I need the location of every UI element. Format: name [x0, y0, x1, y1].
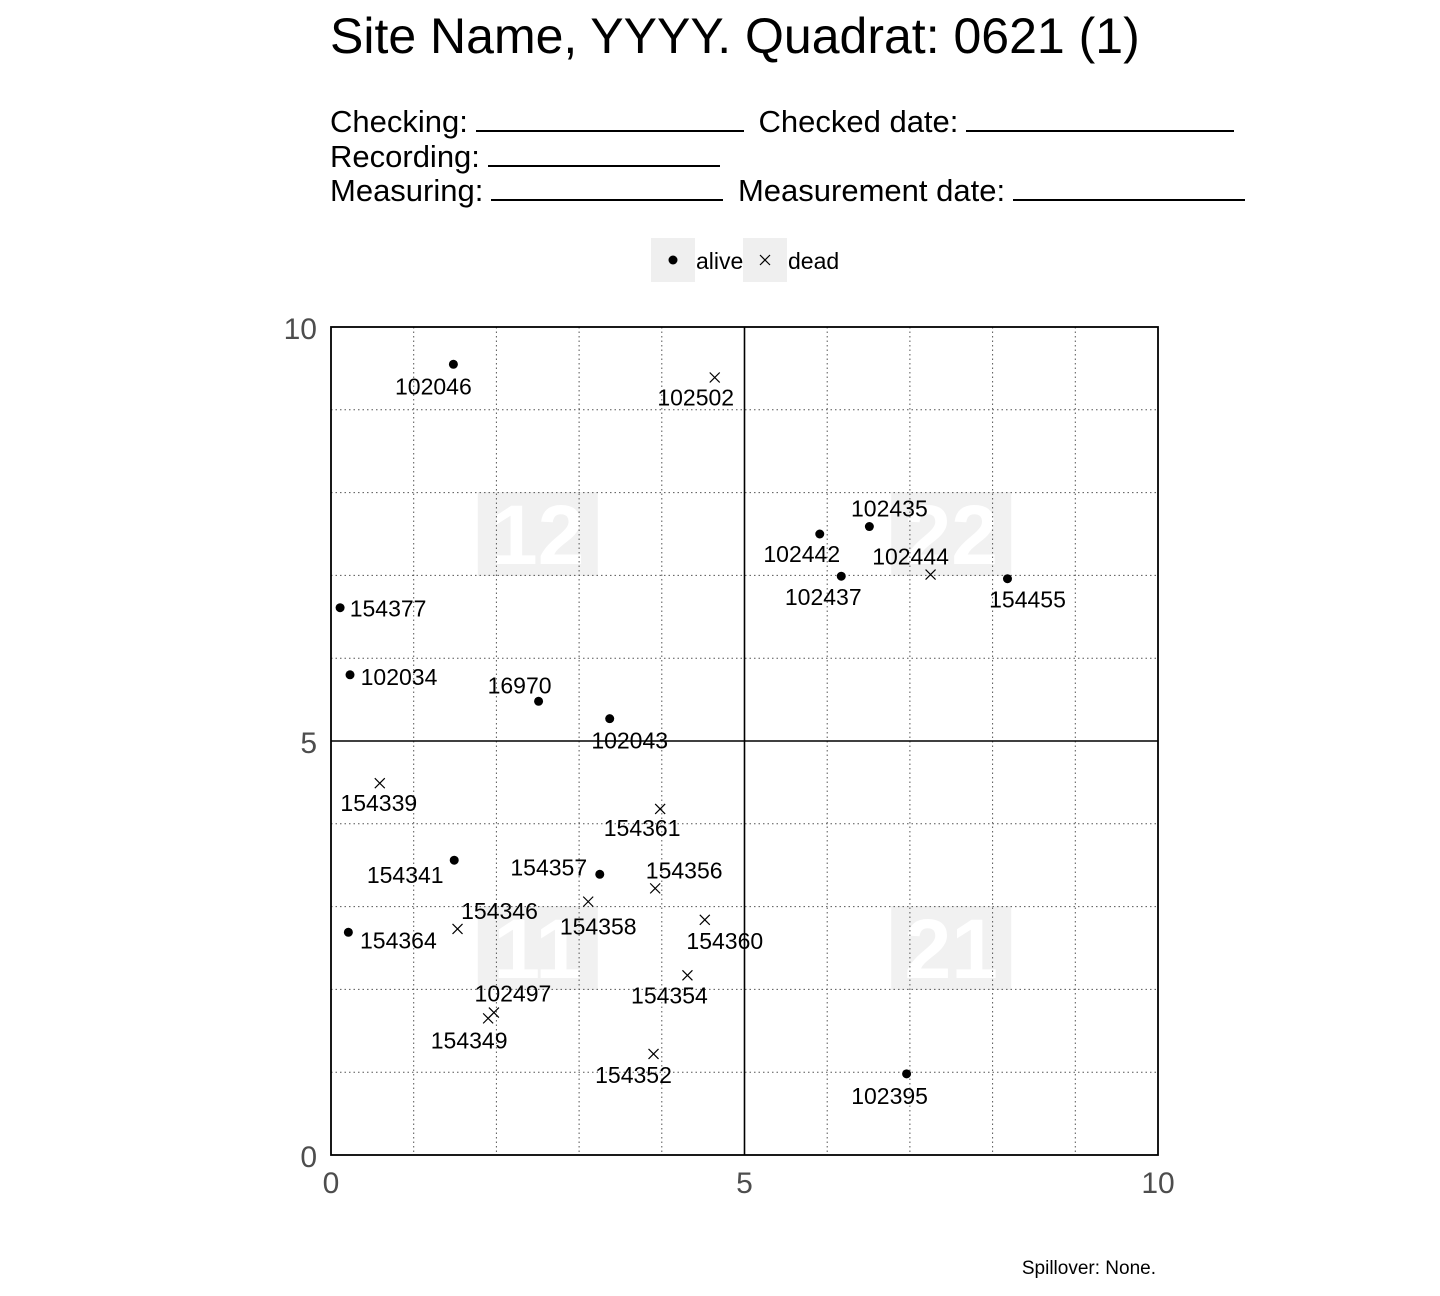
- subquadrat-label: 11: [493, 902, 582, 996]
- tree-tag-label: 102497: [475, 981, 552, 1007]
- checking-blank[interactable]: [475, 104, 744, 132]
- form-line-checking: Checking: Checked date:: [330, 104, 1240, 140]
- legend-label-alive: alive: [696, 248, 744, 274]
- y-tick-label: 10: [284, 313, 317, 346]
- x-tick-label: 10: [1141, 1167, 1174, 1200]
- tree-point-alive: [345, 670, 355, 680]
- measuring-label: Measuring:: [330, 173, 484, 208]
- tree-tag-label: 102444: [872, 544, 949, 570]
- tree-tag-label: 102395: [851, 1083, 928, 1109]
- x-tick-label: 5: [736, 1167, 753, 1200]
- y-tick-label: 0: [300, 1141, 317, 1174]
- tree-point-alive: [605, 714, 615, 724]
- tree-tag-label: 102437: [785, 584, 862, 610]
- x-tick-label: 0: [323, 1167, 340, 1200]
- subquadrat-label-box: [477, 906, 598, 990]
- tree-tag-label: 102435: [851, 496, 928, 522]
- spillover-note: Spillover: None.: [1021, 1258, 1156, 1279]
- tree-point-alive: [335, 603, 345, 613]
- tree-point-alive: [902, 1069, 912, 1079]
- measurement-date-label: Measurement date:: [737, 173, 1006, 208]
- tree-point-alive: [343, 927, 353, 937]
- recording-label: Recording:: [330, 139, 480, 174]
- tree-tag-label: 102034: [361, 664, 438, 690]
- tree-tag-label: 154361: [604, 815, 681, 841]
- tree-point-dead: [374, 777, 386, 789]
- tree-point-alive: [836, 571, 846, 581]
- checking-label: Checking:: [330, 104, 468, 139]
- subquadrat-label: 12: [491, 488, 584, 582]
- tree-point-dead: [709, 372, 721, 383]
- subquadrat-label: 22: [905, 488, 998, 582]
- tree-tag-label: 154354: [631, 982, 708, 1008]
- dot-icon: [668, 255, 678, 265]
- form-line-recording: Recording:: [330, 139, 726, 175]
- tree-point-alive: [449, 855, 459, 865]
- tree-point-alive: [595, 869, 605, 879]
- tree-point-dead: [699, 914, 711, 926]
- tree-point-dead: [452, 923, 463, 935]
- tree-point-alive: [864, 522, 874, 532]
- tree-point-alive: [448, 359, 458, 369]
- tree-tag-label: 154346: [461, 898, 538, 924]
- tree-tag-label: 154352: [595, 1062, 672, 1088]
- tree-point-dead: [654, 803, 666, 815]
- plot-frame: [330, 326, 1159, 1156]
- tree-tag-label: 154349: [431, 1027, 508, 1053]
- tree-point-alive: [1002, 574, 1012, 584]
- page-title: Site Name, YYYY. Quadrat: 0621 (1): [330, 8, 1140, 64]
- checked-date-label: Checked date:: [758, 104, 959, 139]
- tree-tag-label: 102502: [657, 385, 734, 411]
- subquadrat-label-box: [477, 492, 598, 576]
- legend-label-dead: dead: [788, 248, 840, 274]
- tree-point-dead: [648, 1048, 659, 1060]
- tree-tag-label: 154377: [350, 596, 427, 622]
- tree-tag-label: 154358: [560, 914, 637, 940]
- tree-tag-label: 102046: [395, 373, 472, 399]
- tree-point-alive: [534, 696, 544, 706]
- y-tick-label: 5: [300, 727, 317, 760]
- legend-key-alive: [651, 238, 695, 282]
- tree-point-dead: [582, 896, 594, 908]
- tree-tag-label: 154357: [510, 854, 587, 880]
- recording-blank[interactable]: [487, 139, 720, 167]
- form-line-measuring: Measuring: Measurement date:: [330, 173, 1251, 209]
- subquadrat-label-box: [891, 906, 1012, 990]
- tree-point-alive: [815, 529, 825, 539]
- tree-tag-label: 102043: [591, 728, 668, 754]
- checked-date-blank[interactable]: [966, 104, 1235, 132]
- subquadrat-label-box: [891, 492, 1012, 576]
- tree-tag-label: 154360: [686, 928, 763, 954]
- tree-tag-label: 16970: [488, 672, 552, 698]
- subquadrat-label: 21: [905, 902, 998, 996]
- legend-key-dead: [743, 238, 787, 282]
- tree-tag-label: 154455: [989, 587, 1066, 613]
- tree-tag-label: 102442: [763, 541, 840, 567]
- x-mark-icon: [759, 254, 771, 266]
- tree-point-dead: [482, 1012, 494, 1024]
- tree-point-dead: [925, 569, 936, 580]
- tree-tag-label: 154364: [360, 927, 437, 953]
- tree-point-dead: [682, 969, 693, 981]
- tree-tag-label: 154339: [340, 790, 417, 816]
- measuring-blank[interactable]: [491, 173, 724, 201]
- tree-tag-label: 154341: [367, 862, 444, 888]
- tree-point-dead: [649, 882, 661, 894]
- measurement-date-blank[interactable]: [1013, 173, 1246, 201]
- tree-tag-label: 154356: [646, 857, 723, 883]
